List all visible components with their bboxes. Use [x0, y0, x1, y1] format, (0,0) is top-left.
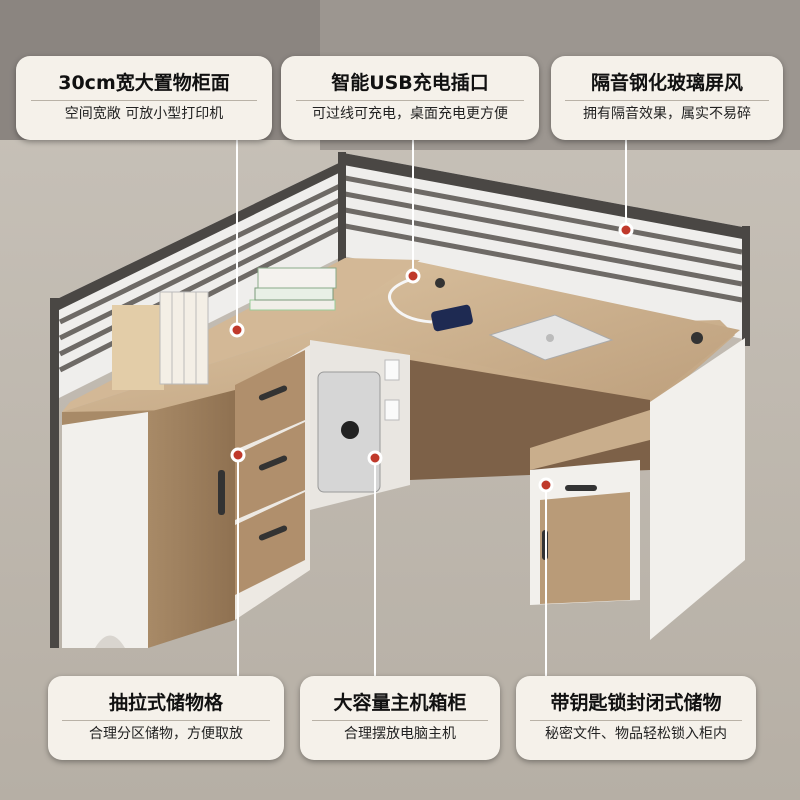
divider — [312, 720, 488, 722]
callout-title: 带钥匙锁封闭式储物 — [550, 692, 722, 715]
marker-dot — [229, 322, 245, 338]
marker-dot — [538, 477, 554, 493]
callout-subtitle: 拥有隔音效果，属实不易碎 — [583, 106, 751, 123]
callout-subtitle: 秘密文件、物品轻松锁入柜内 — [545, 726, 727, 743]
file-binders — [112, 291, 209, 390]
callout-subtitle: 合理分区储物，方便取放 — [89, 726, 243, 743]
callout-title: 隔音钢化玻璃屏风 — [590, 72, 743, 95]
marker-dot — [230, 447, 246, 463]
back-partition-screen — [338, 152, 750, 346]
callout-title: 智能USB充电插口 — [331, 72, 489, 95]
book-stack — [249, 267, 337, 311]
left-cabinet — [62, 345, 310, 648]
marker-dot — [618, 222, 634, 238]
callout-usb-charging: 智能USB充电插口 可过线可充电，桌面充电更方便 — [281, 56, 539, 140]
callout-cpu-cabinet: 大容量主机箱柜 合理摆放电脑主机 — [300, 676, 500, 760]
mobile-pedestal — [530, 410, 650, 605]
callout-subtitle: 空间宽敞 可放小型打印机 — [64, 106, 224, 123]
marker-dot — [405, 268, 421, 284]
laptop — [488, 314, 614, 361]
marker-dot — [367, 450, 383, 466]
callout-storage-top: 30cm宽大置物柜面 空间宽敞 可放小型打印机 — [16, 56, 272, 140]
right-desk-leg — [650, 338, 745, 640]
callout-subtitle: 可过线可充电，桌面充电更方便 — [312, 106, 508, 123]
callout-leader-lines — [236, 138, 627, 676]
callout-lockable-storage: 带钥匙锁封闭式储物 秘密文件、物品轻松锁入柜内 — [516, 676, 756, 760]
cpu-compartment — [310, 340, 410, 510]
callout-markers — [229, 222, 634, 493]
callout-drawers: 抽拉式储物格 合理分区储物，方便取放 — [48, 676, 284, 760]
callout-title: 30cm宽大置物柜面 — [58, 72, 230, 95]
callout-subtitle: 合理摆放电脑主机 — [344, 726, 456, 743]
divider — [530, 720, 742, 722]
callout-glass-screen: 隔音钢化玻璃屏风 拥有隔音效果，属实不易碎 — [551, 56, 783, 140]
divider — [296, 100, 524, 102]
divider — [564, 100, 770, 102]
divider — [62, 720, 270, 722]
callout-title: 抽拉式储物格 — [108, 692, 223, 715]
callout-title: 大容量主机箱柜 — [333, 692, 467, 715]
phone-charging — [388, 277, 703, 344]
divider — [31, 100, 257, 102]
